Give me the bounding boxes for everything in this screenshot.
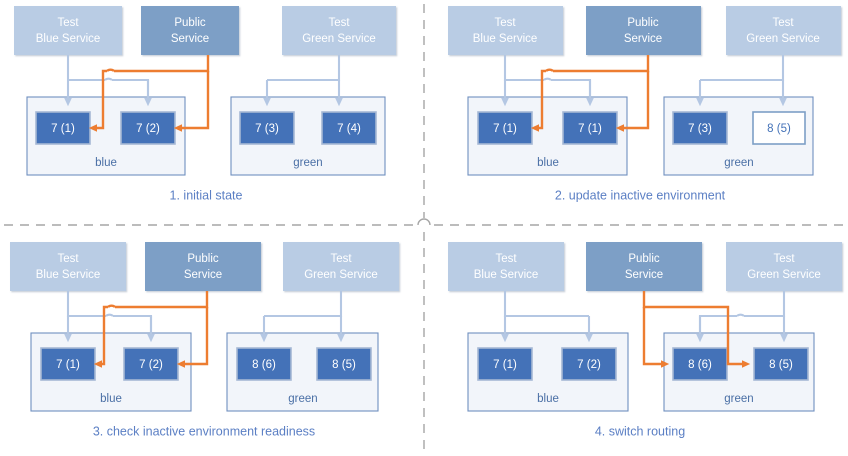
panel-3-instance-green-1[interactable]: 8 (6): [236, 347, 292, 381]
panel-2: Test Blue Service Public Service Test Gr…: [448, 6, 841, 202]
environment-label: green: [288, 393, 317, 405]
panel-1: Test Blue Service Public Service Test Gr…: [14, 6, 396, 202]
panel-dividers: [4, 4, 844, 452]
panel-2-instance-green-2[interactable]: 8 (5): [752, 111, 806, 145]
panel-4-test-blue-connector: [501, 291, 593, 343]
panel-1-test-green-connector: [263, 55, 343, 107]
panel-3-public-routing: [93, 291, 209, 368]
service-label-line1: Public: [187, 253, 219, 265]
panel-2-public-routing: [530, 55, 650, 132]
environment-label: blue: [537, 157, 559, 169]
service-label-line1: Test: [57, 17, 79, 29]
environment-label: blue: [100, 393, 122, 405]
panel-3-test-blue-service[interactable]: Test Blue Service: [10, 242, 126, 291]
panel-2-test-blue-service[interactable]: Test Blue Service: [448, 6, 563, 55]
panel-1-public-service[interactable]: Public Service: [141, 6, 239, 55]
divider-crossover-arc: [417, 218, 431, 226]
service-label-line2: Blue Service: [474, 269, 539, 281]
instance-label: 7 (2): [577, 359, 601, 371]
panel-1-public-routing: [88, 55, 210, 132]
environment-label: green: [293, 157, 322, 169]
environment-label: green: [724, 157, 753, 169]
panel-4-instance-blue-2[interactable]: 7 (2): [561, 347, 617, 381]
panel-4-test-green-service[interactable]: Test Green Service: [726, 242, 842, 291]
service-label-line2: Service: [625, 269, 663, 281]
instance-label: 8 (5): [767, 123, 791, 135]
service-label-line2: Green Service: [746, 33, 820, 45]
service-label-line1: Public: [627, 17, 659, 29]
panel-1-test-green-service[interactable]: Test Green Service: [282, 6, 396, 55]
instance-label: 8 (6): [252, 359, 276, 371]
panel-3: Test Blue Service Public Service Test Gr…: [10, 242, 399, 438]
panel-3-instance-green-2[interactable]: 8 (5): [316, 347, 372, 381]
instance-label: 7 (1): [51, 123, 75, 135]
instance-label: 8 (6): [688, 359, 712, 371]
instance-label: 7 (1): [578, 123, 602, 135]
panel-4-public-routing: [642, 291, 751, 368]
service-label-line2: Blue Service: [36, 33, 101, 45]
panel-1-test-blue-connector: [64, 55, 152, 107]
instance-label: 7 (3): [255, 123, 279, 135]
panel-4: Test Blue Service Public Service Test Gr…: [448, 242, 842, 438]
environment-label: green: [724, 393, 753, 405]
panel-4-test-green-connector: [696, 291, 788, 343]
service-label-line2: Service: [184, 269, 222, 281]
panel-1-instance-blue-1[interactable]: 7 (1): [35, 111, 91, 145]
service-label-line2: Green Service: [747, 269, 821, 281]
panel-1-instance-blue-2[interactable]: 7 (2): [120, 111, 176, 145]
panel-2-instance-blue-1[interactable]: 7 (1): [477, 111, 533, 145]
service-label-line2: Service: [624, 33, 662, 45]
service-label-line1: Test: [772, 17, 794, 29]
service-label-line1: Public: [174, 17, 206, 29]
panel-1-instance-green-2[interactable]: 7 (4): [321, 111, 377, 145]
service-label-line1: Test: [773, 253, 795, 265]
service-label-line1: Test: [57, 253, 79, 265]
panel-3-public-service[interactable]: Public Service: [145, 242, 261, 291]
service-label-line2: Green Service: [304, 269, 378, 281]
panel-caption: 4. switch routing: [595, 424, 685, 438]
panel-caption: 1. initial state: [170, 188, 243, 202]
service-label-line1: Test: [494, 17, 516, 29]
instance-label: 7 (1): [493, 359, 517, 371]
service-label-line1: Test: [495, 253, 517, 265]
service-label-line2: Green Service: [302, 33, 376, 45]
panel-4-instance-blue-1[interactable]: 7 (1): [477, 347, 533, 381]
service-label-line1: Test: [328, 17, 350, 29]
panel-2-test-green-connector: [696, 55, 787, 107]
panel-2-test-green-service[interactable]: Test Green Service: [726, 6, 841, 55]
panel-2-instance-blue-2[interactable]: 7 (1): [562, 111, 618, 145]
environment-label: blue: [537, 393, 559, 405]
panel-1-instance-green-1[interactable]: 7 (3): [239, 111, 295, 145]
panel-caption: 2. update inactive environment: [555, 188, 726, 202]
service-label-line1: Public: [628, 253, 660, 265]
panel-2-public-service[interactable]: Public Service: [586, 6, 701, 55]
instance-label: 7 (1): [56, 359, 80, 371]
panel-2-test-blue-connector: [501, 55, 594, 107]
panel-1-test-blue-service[interactable]: Test Blue Service: [14, 6, 122, 55]
panel-4-public-service[interactable]: Public Service: [586, 242, 702, 291]
service-label-line1: Test: [330, 253, 352, 265]
panel-4-test-blue-service[interactable]: Test Blue Service: [448, 242, 564, 291]
panel-3-instance-blue-2[interactable]: 7 (2): [123, 347, 179, 381]
service-label-line2: Blue Service: [473, 33, 538, 45]
instance-label: 8 (5): [769, 359, 793, 371]
panel-3-test-blue-connector: [64, 291, 155, 343]
instance-label: 7 (2): [139, 359, 163, 371]
panel-3-test-green-service[interactable]: Test Green Service: [283, 242, 399, 291]
instance-label: 7 (3): [688, 123, 712, 135]
panel-4-instance-green-1[interactable]: 8 (6): [672, 347, 728, 381]
instance-label: 8 (5): [332, 359, 356, 371]
instance-label: 7 (1): [493, 123, 517, 135]
instance-label: 7 (2): [136, 123, 160, 135]
service-label-line2: Service: [171, 33, 209, 45]
panel-3-instance-blue-1[interactable]: 7 (1): [40, 347, 96, 381]
instance-label: 7 (4): [337, 123, 361, 135]
environment-label: blue: [95, 157, 117, 169]
panel-4-instance-green-2[interactable]: 8 (5): [753, 347, 809, 381]
panel-2-instance-green-1[interactable]: 7 (3): [672, 111, 728, 145]
panel-3-test-green-connector: [260, 291, 345, 343]
panel-caption: 3. check inactive environment readiness: [93, 424, 315, 438]
service-label-line2: Blue Service: [36, 269, 101, 281]
